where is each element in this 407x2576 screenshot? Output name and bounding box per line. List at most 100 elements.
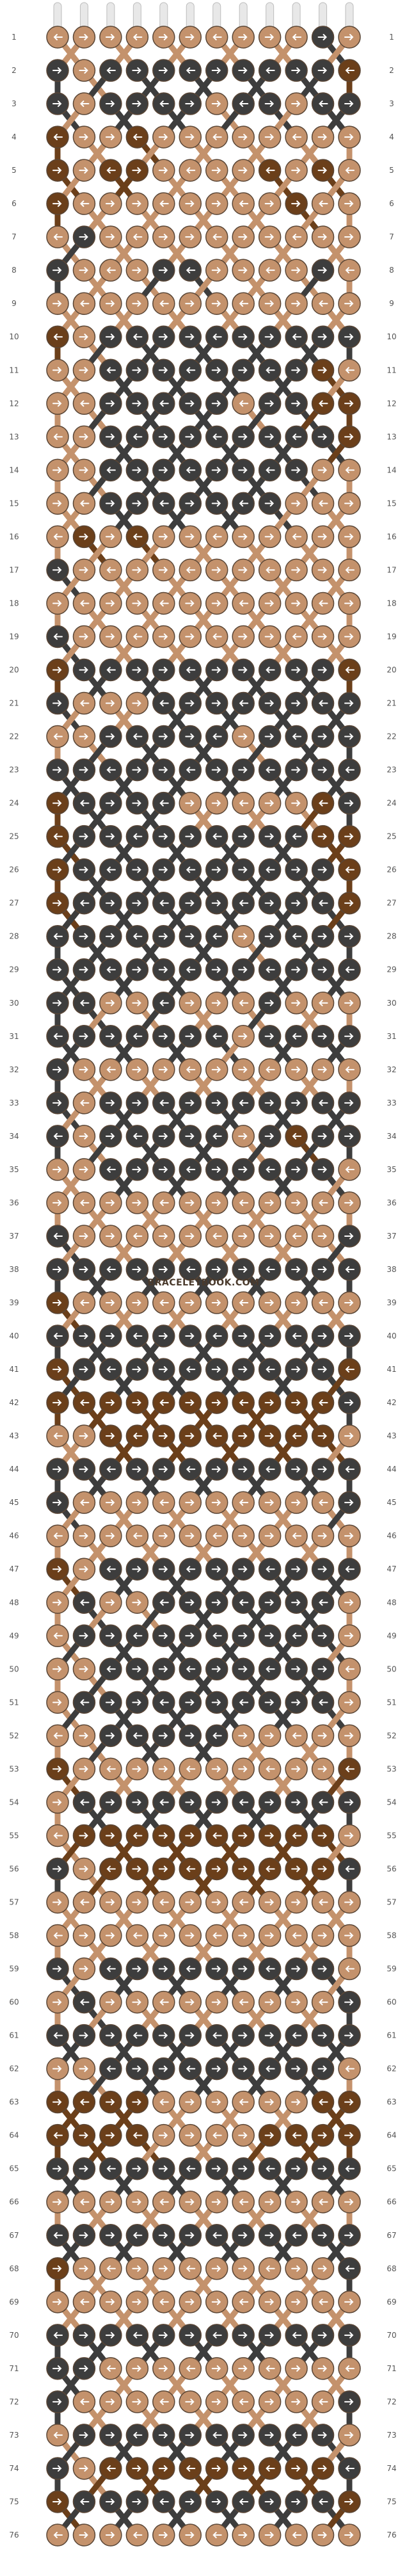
knot [338, 2257, 361, 2280]
row-number-right: 53 [387, 1764, 396, 1773]
arrow-icon [158, 267, 168, 274]
arrow-icon [132, 2232, 143, 2239]
knot [125, 125, 149, 149]
arrow-icon [106, 67, 116, 74]
knot [338, 924, 361, 948]
arrow-icon [186, 267, 196, 274]
knot [72, 858, 96, 881]
knot [258, 1491, 282, 1514]
arrow-icon [319, 300, 328, 307]
knot [311, 1091, 335, 1115]
arrow-icon [317, 367, 327, 374]
arrow-icon [344, 700, 354, 707]
arrow-icon [132, 2532, 143, 2538]
knot [205, 1957, 228, 1981]
arrow-icon [238, 67, 248, 74]
knot [72, 2390, 96, 2413]
arrow-icon [79, 1533, 88, 1540]
knot [46, 691, 69, 715]
knot [46, 2524, 69, 2547]
arrow-icon [159, 1799, 169, 1806]
arrow-icon [52, 400, 62, 407]
arrow-icon [238, 2132, 248, 2139]
arrow-icon [53, 1132, 63, 1139]
knot [232, 825, 255, 848]
arrow-icon [344, 899, 354, 906]
arrow-icon [158, 134, 168, 141]
knot [338, 858, 361, 881]
arrow-icon [53, 2232, 63, 2239]
arrow-icon [132, 500, 141, 507]
arrow-icon [185, 1533, 195, 1540]
row-number-right: 23 [387, 766, 396, 775]
arrow-icon [80, 2398, 90, 2405]
knot [179, 2490, 202, 2513]
knot [46, 392, 69, 415]
knot [205, 192, 228, 215]
arrow-icon [105, 600, 115, 607]
arrow-icon [239, 899, 249, 906]
knot [46, 2190, 69, 2214]
knot [152, 525, 175, 549]
knot [72, 1091, 96, 1115]
knot [285, 924, 308, 948]
arrow-icon [105, 933, 115, 940]
row-number-left: 9 [12, 299, 17, 308]
arrow-icon [79, 567, 88, 574]
arrow-icon [186, 2365, 196, 2372]
row-number-right: 30 [387, 999, 396, 1008]
knot [152, 1191, 175, 1214]
arrow-icon [212, 1832, 222, 1839]
knot [99, 992, 122, 1015]
knot [125, 1291, 149, 1314]
knot [258, 992, 282, 1015]
knot [338, 1691, 361, 1714]
arrow-icon [132, 1300, 141, 1307]
knot [285, 658, 308, 682]
arrow-icon [52, 2398, 62, 2405]
knot [258, 1924, 282, 1947]
knot [99, 492, 122, 515]
knot [311, 658, 335, 682]
row-number-right: 55 [387, 1831, 396, 1840]
arrow-icon [291, 2298, 301, 2305]
arrow-icon [291, 1666, 301, 1673]
arrow-icon [53, 2532, 63, 2538]
arrow-icon [158, 1732, 168, 1739]
knot [99, 2524, 122, 2547]
knot [179, 392, 202, 415]
knot [205, 858, 228, 881]
arrow-icon [317, 433, 327, 440]
arrow-icon [106, 267, 116, 274]
knot [258, 1524, 282, 1547]
arrow-icon [80, 1300, 90, 1307]
knot [46, 525, 69, 549]
knot [99, 2024, 122, 2047]
arrow-icon [266, 2465, 275, 2472]
knot [125, 159, 149, 182]
knot [46, 1058, 69, 1081]
arrow-icon [291, 1865, 301, 1872]
arrow-icon [319, 1699, 328, 1706]
knot [99, 1225, 122, 1248]
arrow-icon [53, 1433, 63, 1440]
arrow-icon [319, 1999, 328, 2006]
arrow-icon [344, 2331, 354, 2339]
arrow-icon [211, 2365, 221, 2372]
arrow-icon [158, 533, 168, 540]
arrow-icon [319, 2198, 328, 2205]
row-number-left: 76 [9, 2531, 19, 2540]
knot [72, 1990, 96, 2014]
arrow-icon [211, 367, 221, 374]
arrow-icon [105, 899, 115, 906]
knot [285, 1225, 308, 1248]
knot [72, 1125, 96, 1148]
row-number-right: 18 [387, 599, 396, 608]
arrow-icon [345, 1766, 355, 1773]
arrow-icon [291, 300, 301, 307]
arrow-icon [291, 1599, 301, 1606]
arrow-icon [79, 1766, 88, 1773]
arrow-icon [212, 1533, 222, 1540]
arrow-icon [158, 1333, 168, 1340]
arrow-icon [79, 1732, 88, 1739]
